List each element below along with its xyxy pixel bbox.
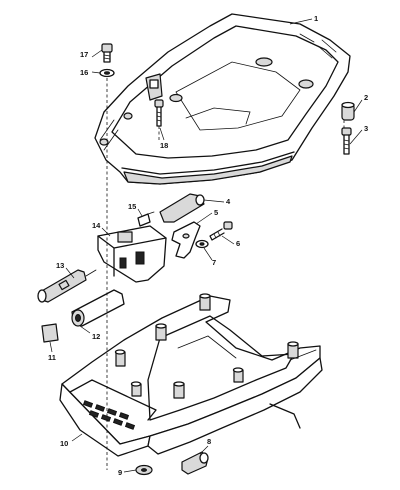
leader-lines <box>49 18 363 473</box>
callout-6: 6 <box>236 239 240 248</box>
front-grille <box>82 400 136 430</box>
tube-12 <box>71 289 125 327</box>
clip-15 <box>137 211 155 227</box>
callout-1: 1 <box>314 14 318 23</box>
screw-6 <box>209 221 233 241</box>
lower-cowl <box>59 293 323 457</box>
callout-5: 5 <box>214 208 218 217</box>
screw-3 <box>341 127 352 155</box>
fitting-13 <box>37 269 97 303</box>
bracket-5 <box>171 221 201 259</box>
callout-7: 7 <box>212 258 216 267</box>
callout-10: 10 <box>60 439 68 448</box>
callout-11: 11 <box>48 353 56 362</box>
callout-17: 17 <box>80 50 88 59</box>
assembly-lines <box>106 78 345 470</box>
callout-12: 12 <box>92 332 100 341</box>
washer-7 <box>195 239 209 249</box>
callout-labels: 1 2 3 4 5 6 7 8 9 10 11 12 13 14 15 16 1… <box>48 14 368 477</box>
callout-15: 15 <box>128 202 136 211</box>
mount-block-14 <box>97 225 167 283</box>
washer-16 <box>99 68 115 78</box>
plug-8 <box>181 451 209 475</box>
latch-bracket <box>145 73 163 101</box>
callout-18: 18 <box>160 141 168 150</box>
callout-4: 4 <box>226 197 231 206</box>
callout-13: 13 <box>56 261 64 270</box>
callout-16: 16 <box>80 68 88 77</box>
grommet-2 <box>341 101 355 121</box>
callout-9: 9 <box>118 468 122 477</box>
washer-9 <box>135 464 153 476</box>
callout-3: 3 <box>364 124 368 133</box>
callout-2: 2 <box>364 93 368 102</box>
screw-17 <box>101 43 113 63</box>
callout-14: 14 <box>92 221 101 230</box>
top-cowl <box>94 13 351 185</box>
callout-8: 8 <box>207 437 211 446</box>
hose-4 <box>159 193 205 223</box>
gasket-11 <box>41 323 59 343</box>
